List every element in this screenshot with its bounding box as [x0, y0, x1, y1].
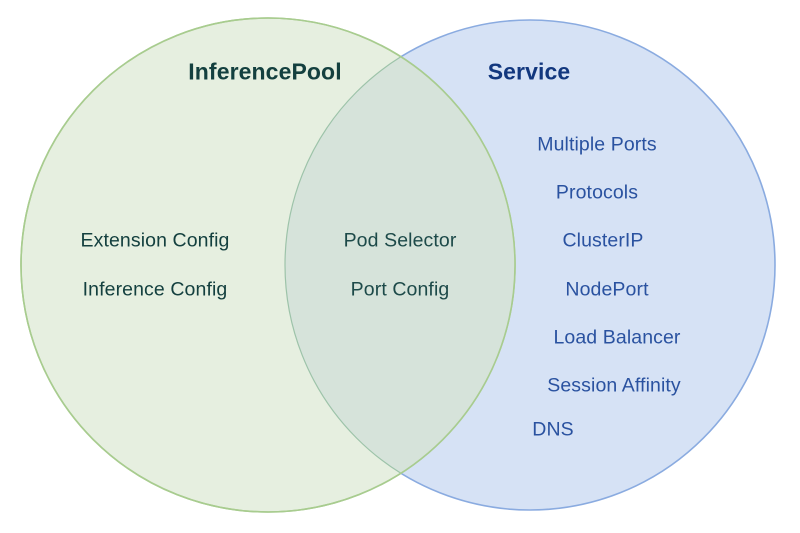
intersection-item-1: Port Config [350, 278, 450, 301]
inferencepool-item-1: Inference Config [82, 278, 228, 301]
service-item-3: NodePort [565, 278, 649, 301]
service-item-2: ClusterIP [562, 229, 644, 252]
service-item-5: Session Affinity [547, 374, 681, 397]
intersection-region [284, 19, 515, 511]
service-title: Service [487, 58, 571, 85]
service-item-6: DNS [532, 418, 574, 441]
inferencepool-title: InferencePool [188, 58, 342, 85]
inferencepool-circle-outline [20, 17, 516, 513]
intersection-item-0: Pod Selector [343, 229, 457, 252]
service-item-1: Protocols [555, 181, 639, 204]
service-item-0: Multiple Ports [537, 133, 657, 156]
service-item-4: Load Balancer [553, 326, 681, 349]
inferencepool-item-0: Extension Config [80, 229, 230, 252]
